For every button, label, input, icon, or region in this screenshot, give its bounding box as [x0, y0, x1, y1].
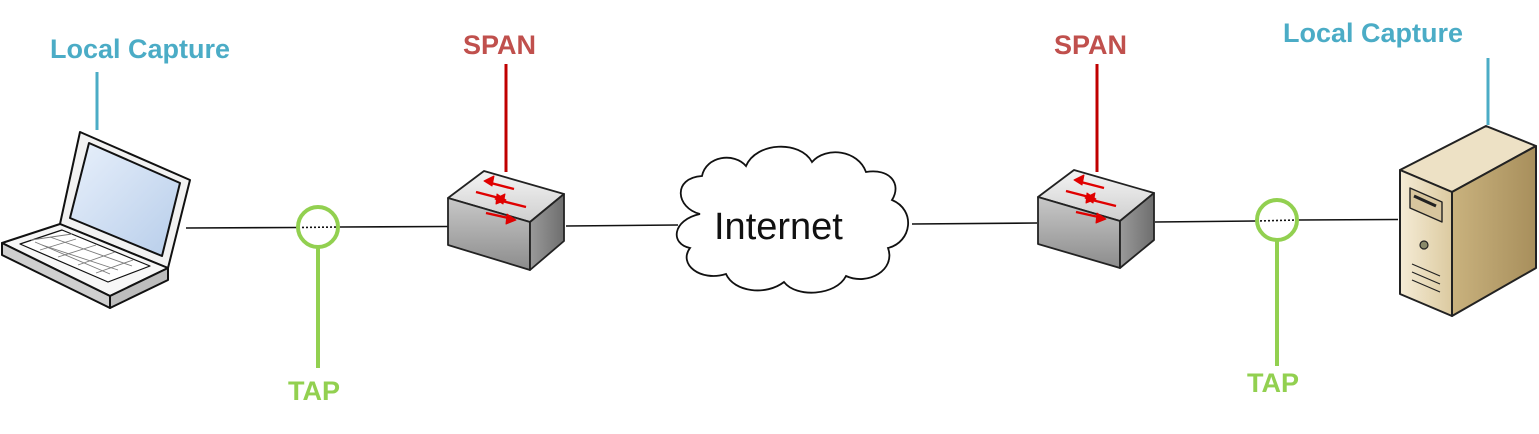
tap-right-marker [1255, 198, 1299, 366]
tap-right-passthrough [1255, 219, 1299, 222]
link-tap-to-server [1297, 218, 1399, 221]
laptop-icon [1, 131, 191, 309]
tap-left-label: TAP [288, 376, 340, 406]
network-links [185, 218, 1399, 229]
link-switch-left-to-internet [565, 224, 679, 227]
network-switch-icon [1037, 169, 1155, 269]
span-right-label: SPAN [1054, 30, 1128, 60]
tap-left-passthrough [297, 226, 341, 229]
span-left-label: SPAN [463, 30, 537, 60]
internet-cloud-icon [675, 145, 909, 294]
link-tap-to-switch-left [339, 225, 449, 228]
link-switch-right-to-tap [1154, 220, 1257, 223]
internet-label: Internet [714, 206, 843, 248]
server-tower-icon [1399, 125, 1537, 317]
tap-right-label: TAP [1247, 368, 1299, 398]
tap-left-marker [296, 205, 340, 368]
network-switch-icon [447, 170, 565, 271]
local-capture-right-label: Local Capture [1283, 18, 1464, 48]
link-internet-to-switch-right [911, 222, 1038, 225]
local-capture-left-label: Local Capture [50, 34, 231, 64]
link-laptop-to-tap [185, 226, 299, 229]
